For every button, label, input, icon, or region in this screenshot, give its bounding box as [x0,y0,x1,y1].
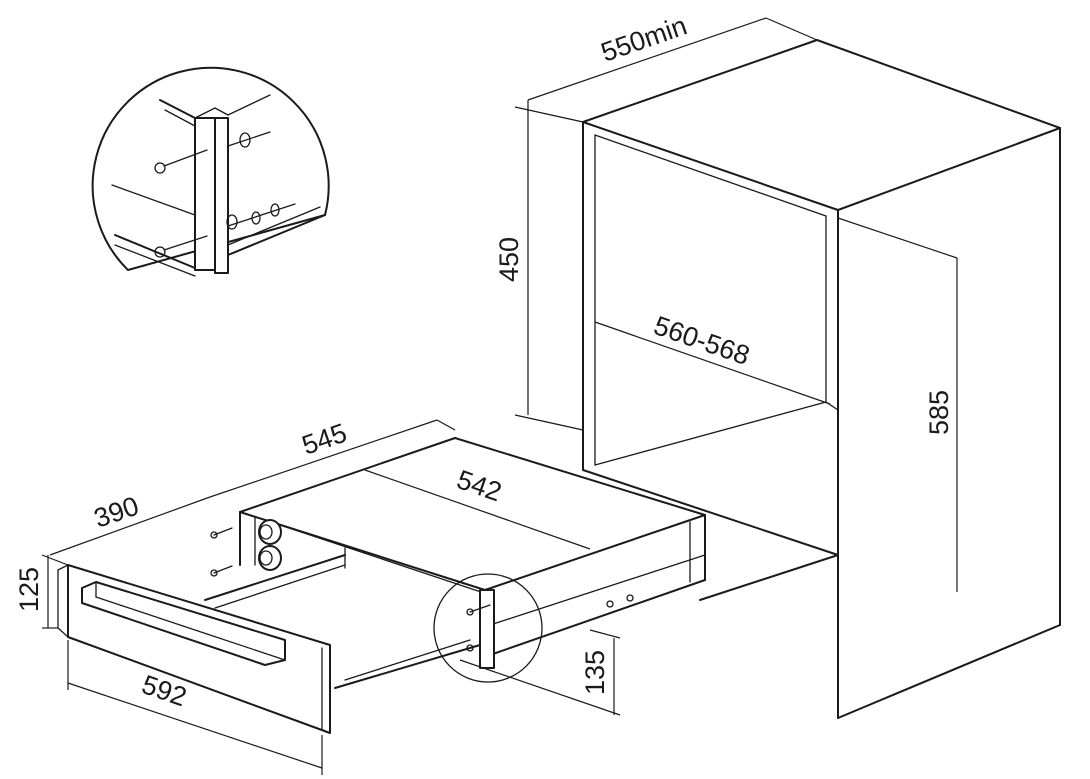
dim-body-height: 135 [580,650,610,695]
dim-drawer-depth: 545 [298,418,350,461]
dim-cabinet-width: 560-568 [650,310,753,371]
dim-front-height: 125 [14,567,44,612]
dim-drawer-side-depth: 390 [90,491,142,534]
dim-drawer-inner-depth: 542 [453,464,505,507]
dimension-lines [41,17,958,775]
dim-cabinet-depth: 550min [597,10,691,67]
dim-cabinet-total-height: 585 [924,390,954,435]
cabinet-niche [582,39,1061,719]
dim-cabinet-height: 450 [494,237,524,282]
warming-drawer [57,437,706,734]
bracket-detail [91,66,330,277]
